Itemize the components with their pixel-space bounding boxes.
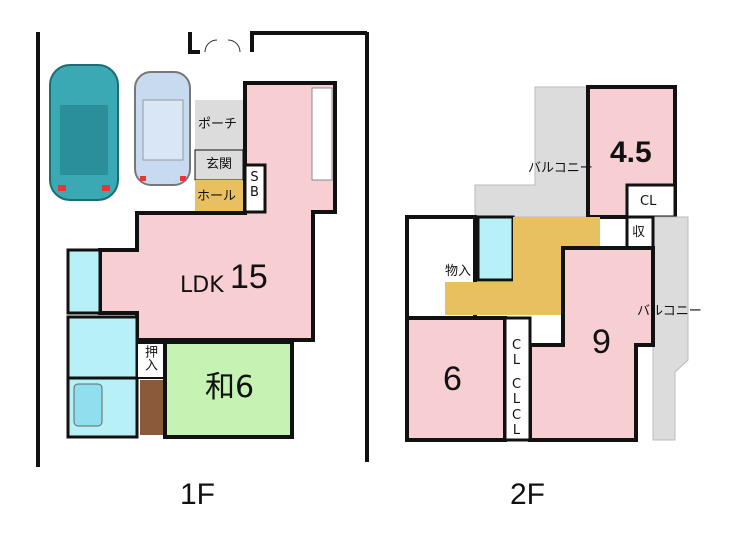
storage-label: 収: [632, 225, 646, 240]
ldk-area: [98, 81, 337, 342]
porch-area: [195, 100, 243, 150]
sb-storage: [243, 163, 267, 214]
sb-label: SB: [247, 170, 262, 200]
entrance-label: 玄関: [206, 157, 233, 172]
room-6-label: 6: [443, 360, 462, 398]
closet-1f: [136, 342, 166, 379]
closet-label-1: CL: [509, 338, 524, 368]
closet-label: 押入: [142, 345, 157, 371]
closet-label-2: CL: [509, 377, 524, 407]
ldk-label: LDK: [180, 273, 224, 298]
balcony-top: [474, 86, 589, 218]
car-icon: [134, 71, 191, 186]
room-4-5-label: 4.5: [610, 136, 652, 169]
kitchen-counter: [311, 87, 333, 181]
room-9: [528, 246, 655, 442]
washitsu-room: [163, 340, 294, 439]
room-6: [405, 316, 507, 442]
bathtub: [73, 383, 103, 427]
balcony-top-label: バルコニー: [528, 161, 593, 176]
balcony-right: [652, 216, 689, 441]
gate-icon: [204, 39, 241, 53]
washitsu-label: 和6: [205, 370, 255, 405]
floor-1f-label: 1F: [180, 478, 216, 511]
floor-2f-label: 2F: [510, 478, 546, 511]
closets-2f: [503, 316, 532, 442]
stairs-1f: [140, 380, 165, 435]
closet-label-3: CL: [509, 408, 524, 438]
toilet-2f: [476, 215, 515, 282]
hall-label: ホール: [197, 189, 237, 204]
ldk-size: 15: [230, 258, 268, 296]
room-4-5-closet-label: CL: [640, 194, 657, 209]
car-icon: [49, 64, 119, 201]
storeroom-label: 物入: [445, 264, 472, 279]
room-9-label: 9: [592, 323, 611, 361]
toilet-room: [66, 248, 102, 315]
site-boundary: [36, 31, 369, 467]
balcony-right-label: バルコニー: [637, 304, 702, 319]
hall-area: [195, 180, 243, 212]
washroom: [66, 315, 139, 380]
porch-label: ポーチ: [198, 117, 238, 132]
